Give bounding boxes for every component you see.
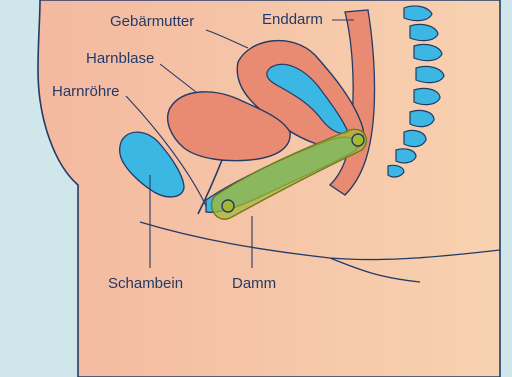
label-pubic-bone: Schambein <box>108 276 183 292</box>
label-urethra: Harnröhre <box>52 84 120 100</box>
label-bladder: Harnblase <box>86 51 154 67</box>
band-endpoint-front <box>222 200 234 212</box>
label-uterus: Gebärmutter <box>110 14 194 30</box>
label-rectum: Enddarm <box>262 12 323 28</box>
band-endpoint-back <box>352 134 364 146</box>
label-perineum: Damm <box>232 276 276 292</box>
